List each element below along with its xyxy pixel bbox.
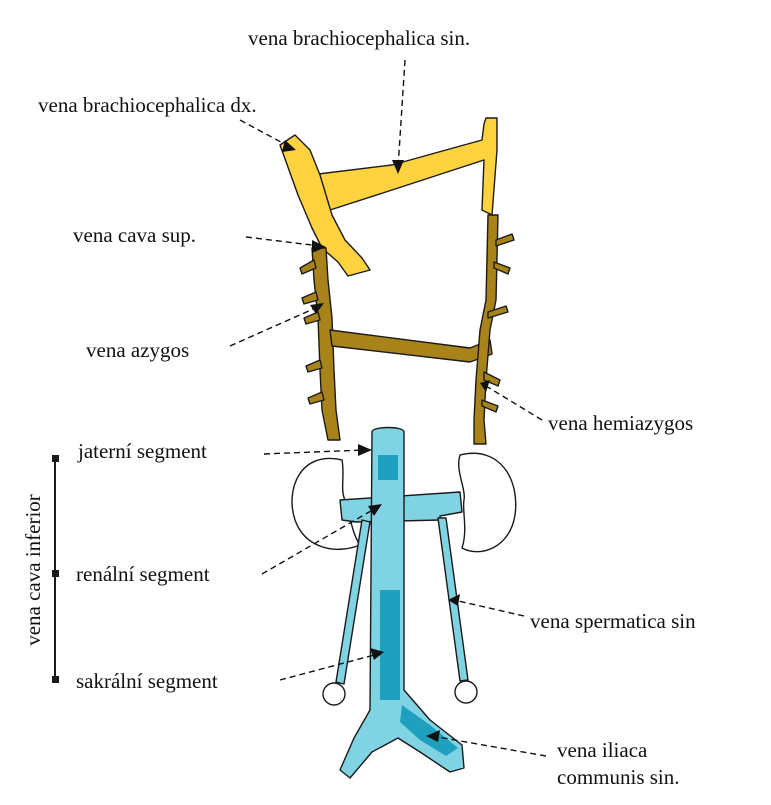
hemiazygos-branch <box>487 305 509 319</box>
leader-spermatica-sin <box>453 599 525 617</box>
arrowhead <box>448 594 460 606</box>
vena-brachiocephalica-dx-shape <box>279 134 371 277</box>
right-gonad <box>454 680 478 704</box>
superior-veins <box>279 117 498 277</box>
cava-inferior-bracket: vena cava inferior <box>21 455 59 683</box>
leader-brachiocephalica-sin <box>397 59 406 169</box>
ivc-dark-band <box>380 590 400 700</box>
hemiazygos-branch <box>483 371 501 387</box>
label-brachiocephalica-dx: vena brachiocephalica dx. <box>38 93 257 117</box>
vena-hemiazygos-shape <box>473 214 499 445</box>
arrowhead <box>282 140 296 152</box>
ivc-trunk-shape <box>339 426 465 779</box>
label-iliaca-line2: communis sin. <box>557 765 680 789</box>
vena-brachiocephalica-sin-shape <box>309 117 498 216</box>
azygos-branch <box>301 291 319 305</box>
label-jaterni-segment: jaterní segment <box>77 439 207 463</box>
azygos-branch <box>307 391 325 405</box>
arrowhead <box>480 380 490 392</box>
arrowhead <box>426 730 440 742</box>
arrowhead <box>370 648 384 660</box>
arrowhead <box>368 504 382 516</box>
label-hemiazygos: vena hemiazygos <box>548 411 693 435</box>
label-azygos: vena azygos <box>86 338 189 362</box>
label-brachiocephalica-sin: vena brachiocephalica sin. <box>248 26 470 50</box>
bracket-tick-top <box>52 455 59 462</box>
leader-azygos <box>229 305 321 347</box>
azygos-hemiazygos-anastomosis <box>329 329 493 363</box>
azygos-system <box>299 214 515 445</box>
azygos-branch <box>305 359 323 373</box>
label-spermatica-sin: vena spermatica sin <box>530 609 696 633</box>
hemiazygos-branch <box>493 261 511 275</box>
leader-hemiazygos <box>485 385 543 421</box>
annotation-labels: vena brachiocephalica sin. vena brachioc… <box>38 26 696 789</box>
hemiazygos-branch <box>495 233 515 247</box>
label-cava-sup: vena cava sup. <box>73 223 196 247</box>
hemiazygos-branch <box>481 399 499 413</box>
bracket-tick-mid <box>52 570 59 577</box>
arrowhead <box>392 160 404 174</box>
bracket-tick-bottom <box>52 676 59 683</box>
ivc-dark-band <box>400 705 458 756</box>
leader-renalni-segment <box>261 507 377 575</box>
arrowhead <box>312 240 326 253</box>
azygos-branch <box>299 259 317 275</box>
label-sakralni-segment: sakrální segment <box>76 669 218 693</box>
label-iliaca-line1: vena iliaca <box>557 738 648 762</box>
arrowhead <box>310 303 324 314</box>
left-gonad <box>322 682 346 706</box>
arrowhead <box>358 444 372 456</box>
vena-cava-inferior-label: vena cava inferior <box>21 494 45 646</box>
leader-cava-sup <box>245 236 321 247</box>
left-gonadal-vein-shape <box>335 519 371 685</box>
leader-sakralni-segment <box>279 653 379 681</box>
ivc-dark-band <box>378 455 398 480</box>
leader-jaterni-segment <box>263 449 365 455</box>
label-renalni-segment: renální segment <box>76 562 210 586</box>
azygos-branch <box>303 311 321 325</box>
right-kidney-outline <box>458 452 517 553</box>
